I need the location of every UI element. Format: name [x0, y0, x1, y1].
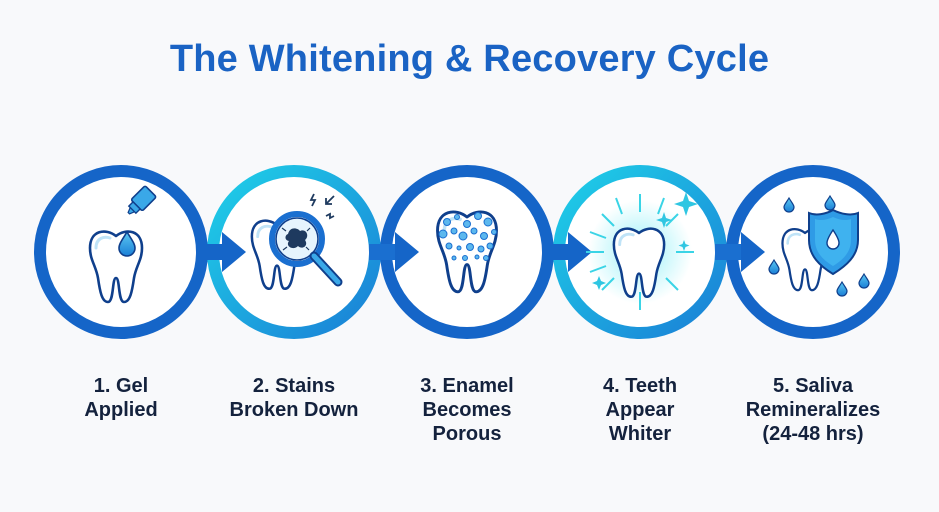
- step-4-label: 4. Teeth Appear Whiter: [602, 375, 678, 445]
- arrow-icon: [369, 232, 419, 272]
- magnifier-stain-icon: [250, 193, 343, 291]
- arrow-icon: [542, 232, 592, 272]
- step-2-label: 2. Stains Broken Down: [229, 375, 359, 421]
- tooth-gel-drop-icon: [88, 185, 157, 304]
- sparkling-tooth-icon: [586, 192, 698, 310]
- step-1-label: 1. Gel Applied: [84, 375, 158, 421]
- diagram-title: The Whitening & Recovery Cycle: [169, 38, 770, 80]
- step-3-label: 3. Enamel Becomes Porous: [420, 375, 514, 445]
- arrow-icon: [715, 232, 765, 272]
- step-5-label: 5. Saliva Remineralizes (24-48 hrs): [745, 375, 881, 445]
- arrow-icon: [196, 232, 246, 272]
- porous-tooth-icon: [435, 210, 499, 294]
- tooth-shield-drops-icon: [768, 194, 870, 297]
